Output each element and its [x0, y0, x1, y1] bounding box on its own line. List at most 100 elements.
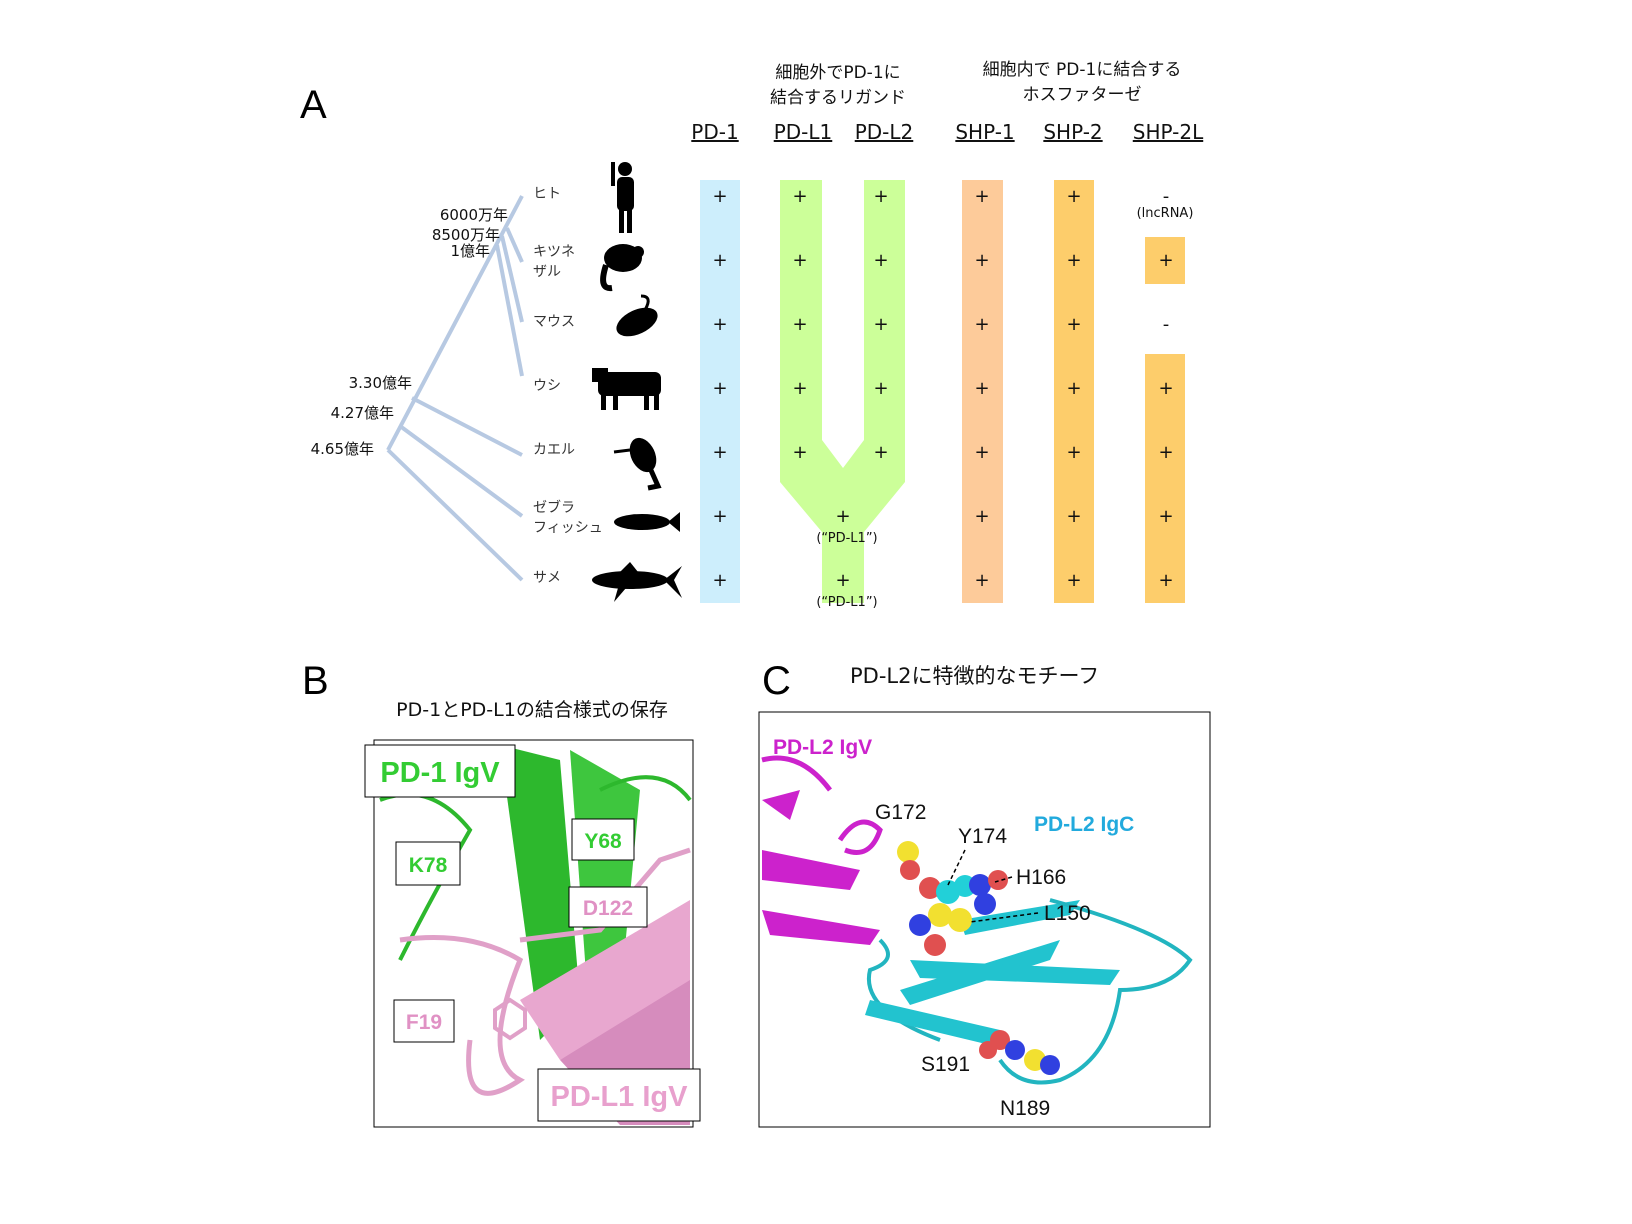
pdl1-ortholog-note: (“PD-L1”) — [816, 595, 877, 610]
species-label: ヒト — [533, 186, 561, 202]
cell-pd-l2: + — [873, 442, 888, 463]
cell-shp-2: + — [1066, 442, 1081, 463]
column-header-shp-2: SHP-2 — [1043, 120, 1102, 144]
s191-label: S191 — [921, 1053, 970, 1076]
column-header-shp-2l: SHP-2L — [1133, 120, 1204, 144]
cell-shp-1: + — [974, 442, 989, 463]
lemur-icon — [600, 244, 644, 292]
species-label: カエル — [533, 442, 575, 458]
shp2l-box-lemur — [1145, 237, 1185, 284]
cell-shp-1: + — [974, 378, 989, 399]
species-label: ゼブラ — [533, 499, 575, 516]
zebrafish-icon — [614, 512, 680, 532]
panel-c: C PD-L2に特徴的なモチーフ — [758, 659, 1211, 1128]
pdl2-igv-label: PD-L2 IgV — [773, 736, 872, 759]
shp2l-bar — [1145, 354, 1185, 603]
shark-icon — [592, 562, 682, 602]
cell-shp-2l: + — [1158, 442, 1173, 463]
pdl2-structure-image — [761, 755, 1193, 1085]
species-label: マウス — [533, 314, 575, 330]
cell-pd-l1: + — [792, 186, 807, 207]
cell-shp-2: + — [1066, 186, 1081, 207]
cell-shp-1: + — [974, 250, 989, 271]
species-label: キツネ — [533, 244, 575, 260]
cell-pd-1: + — [712, 186, 727, 207]
cell-pd-l1: + — [835, 570, 850, 591]
frog-icon — [613, 437, 662, 491]
pdl1-ortholog-note: (“PD-L1”) — [816, 531, 877, 546]
divergence-time-label: 4.27億年 — [331, 404, 394, 422]
cell-pd-l1: + — [792, 378, 807, 399]
mouse-icon — [616, 294, 658, 337]
divergence-time-label: 3.30億年 — [349, 374, 412, 392]
species-row: マウス + + + + + - — [533, 314, 1169, 335]
y174-label: Y174 — [958, 825, 1007, 848]
ligand-y-bar — [780, 180, 905, 603]
panel-a-letter: A — [300, 83, 327, 127]
cell-shp-1: + — [974, 506, 989, 527]
species-row: カエル++++++ — [533, 442, 1174, 463]
panel-b: B PD-1とPD-L1の結合様式の保存 PD-1 IgV K78 Y68 D1… — [302, 659, 701, 1128]
k78-label-box — [395, 841, 461, 886]
cell-shp-1: + — [974, 314, 989, 335]
column-header-shp-1: SHP-1 — [955, 120, 1014, 144]
ligand-header-line2: 結合するリガンド — [770, 88, 906, 108]
l150-label: L150 — [1044, 902, 1091, 925]
d122-label-box — [568, 886, 648, 928]
panel-c-title: PD-L2に特徴的なモチーフ — [850, 664, 1099, 688]
cell-pd-l2: + — [873, 314, 888, 335]
species-label: フィッシュ — [533, 520, 603, 536]
n189-label: N189 — [1000, 1097, 1050, 1120]
column-header-pd-1: PD-1 — [691, 120, 738, 144]
species-label: サメ — [533, 570, 561, 586]
divergence-time-label: 4.65億年 — [311, 440, 374, 458]
k78-label: K78 — [409, 854, 448, 877]
residue-spheres — [897, 841, 1060, 1075]
cell-pd-l1: + — [792, 314, 807, 335]
cell-pd-l1: + — [792, 442, 807, 463]
y68-label: Y68 — [584, 830, 622, 853]
species-row: ウシ++++++ — [533, 378, 1174, 399]
panel-b-letter: B — [302, 659, 329, 703]
phylogenetic-tree — [386, 195, 524, 582]
phosphatase-header-line1: 細胞内で PD-1に結合する — [983, 60, 1182, 80]
pdl1-igv-label-box — [537, 1068, 701, 1122]
d122-label: D122 — [583, 897, 633, 920]
panel-b-title: PD-1とPD-L1の結合様式の保存 — [396, 699, 668, 721]
f19-label: F19 — [406, 1011, 442, 1034]
cell-shp-2l: + — [1158, 506, 1173, 527]
shp1-bar — [962, 180, 1003, 603]
phosphatase-header-line2: ホスファターゼ — [1023, 85, 1142, 105]
cell-shp-1: + — [974, 186, 989, 207]
pdl1-igv-label: PD-L1 IgV — [551, 1081, 689, 1113]
cell-pd-l2: + — [873, 250, 888, 271]
cell-shp-2: + — [1066, 314, 1081, 335]
divergence-time-label: 1億年 — [450, 242, 490, 260]
pd1-bar — [700, 180, 740, 603]
column-header-pd-l2: PD-L2 — [855, 120, 914, 144]
panel-c-letter: C — [762, 659, 791, 703]
column-header-pd-l1: PD-L1 — [774, 120, 833, 144]
cell-pd-l2: + — [873, 378, 888, 399]
f19-label-box — [393, 999, 455, 1043]
cell-shp-2: + — [1066, 570, 1081, 591]
cell-pd-l1: + — [835, 506, 850, 527]
cell-shp-1: + — [974, 570, 989, 591]
cell-pd-1: + — [712, 314, 727, 335]
shp2-bar — [1054, 180, 1094, 603]
cell-shp-2l: + — [1158, 570, 1173, 591]
cell-shp-2: + — [1066, 378, 1081, 399]
cell-pd-l2: + — [873, 186, 888, 207]
species-label: ウシ — [533, 378, 561, 394]
cell-pd-l1: + — [792, 250, 807, 271]
y68-label-box — [571, 818, 635, 861]
cow-icon — [592, 368, 661, 410]
divergence-time-label: 6000万年 — [440, 206, 508, 224]
cell-pd-1: + — [712, 570, 727, 591]
species-row: サメ + + + + + (“PD-L1”) — [533, 570, 1174, 610]
cell-shp-2l: - — [1163, 314, 1170, 335]
cell-shp-2: + — [1066, 250, 1081, 271]
